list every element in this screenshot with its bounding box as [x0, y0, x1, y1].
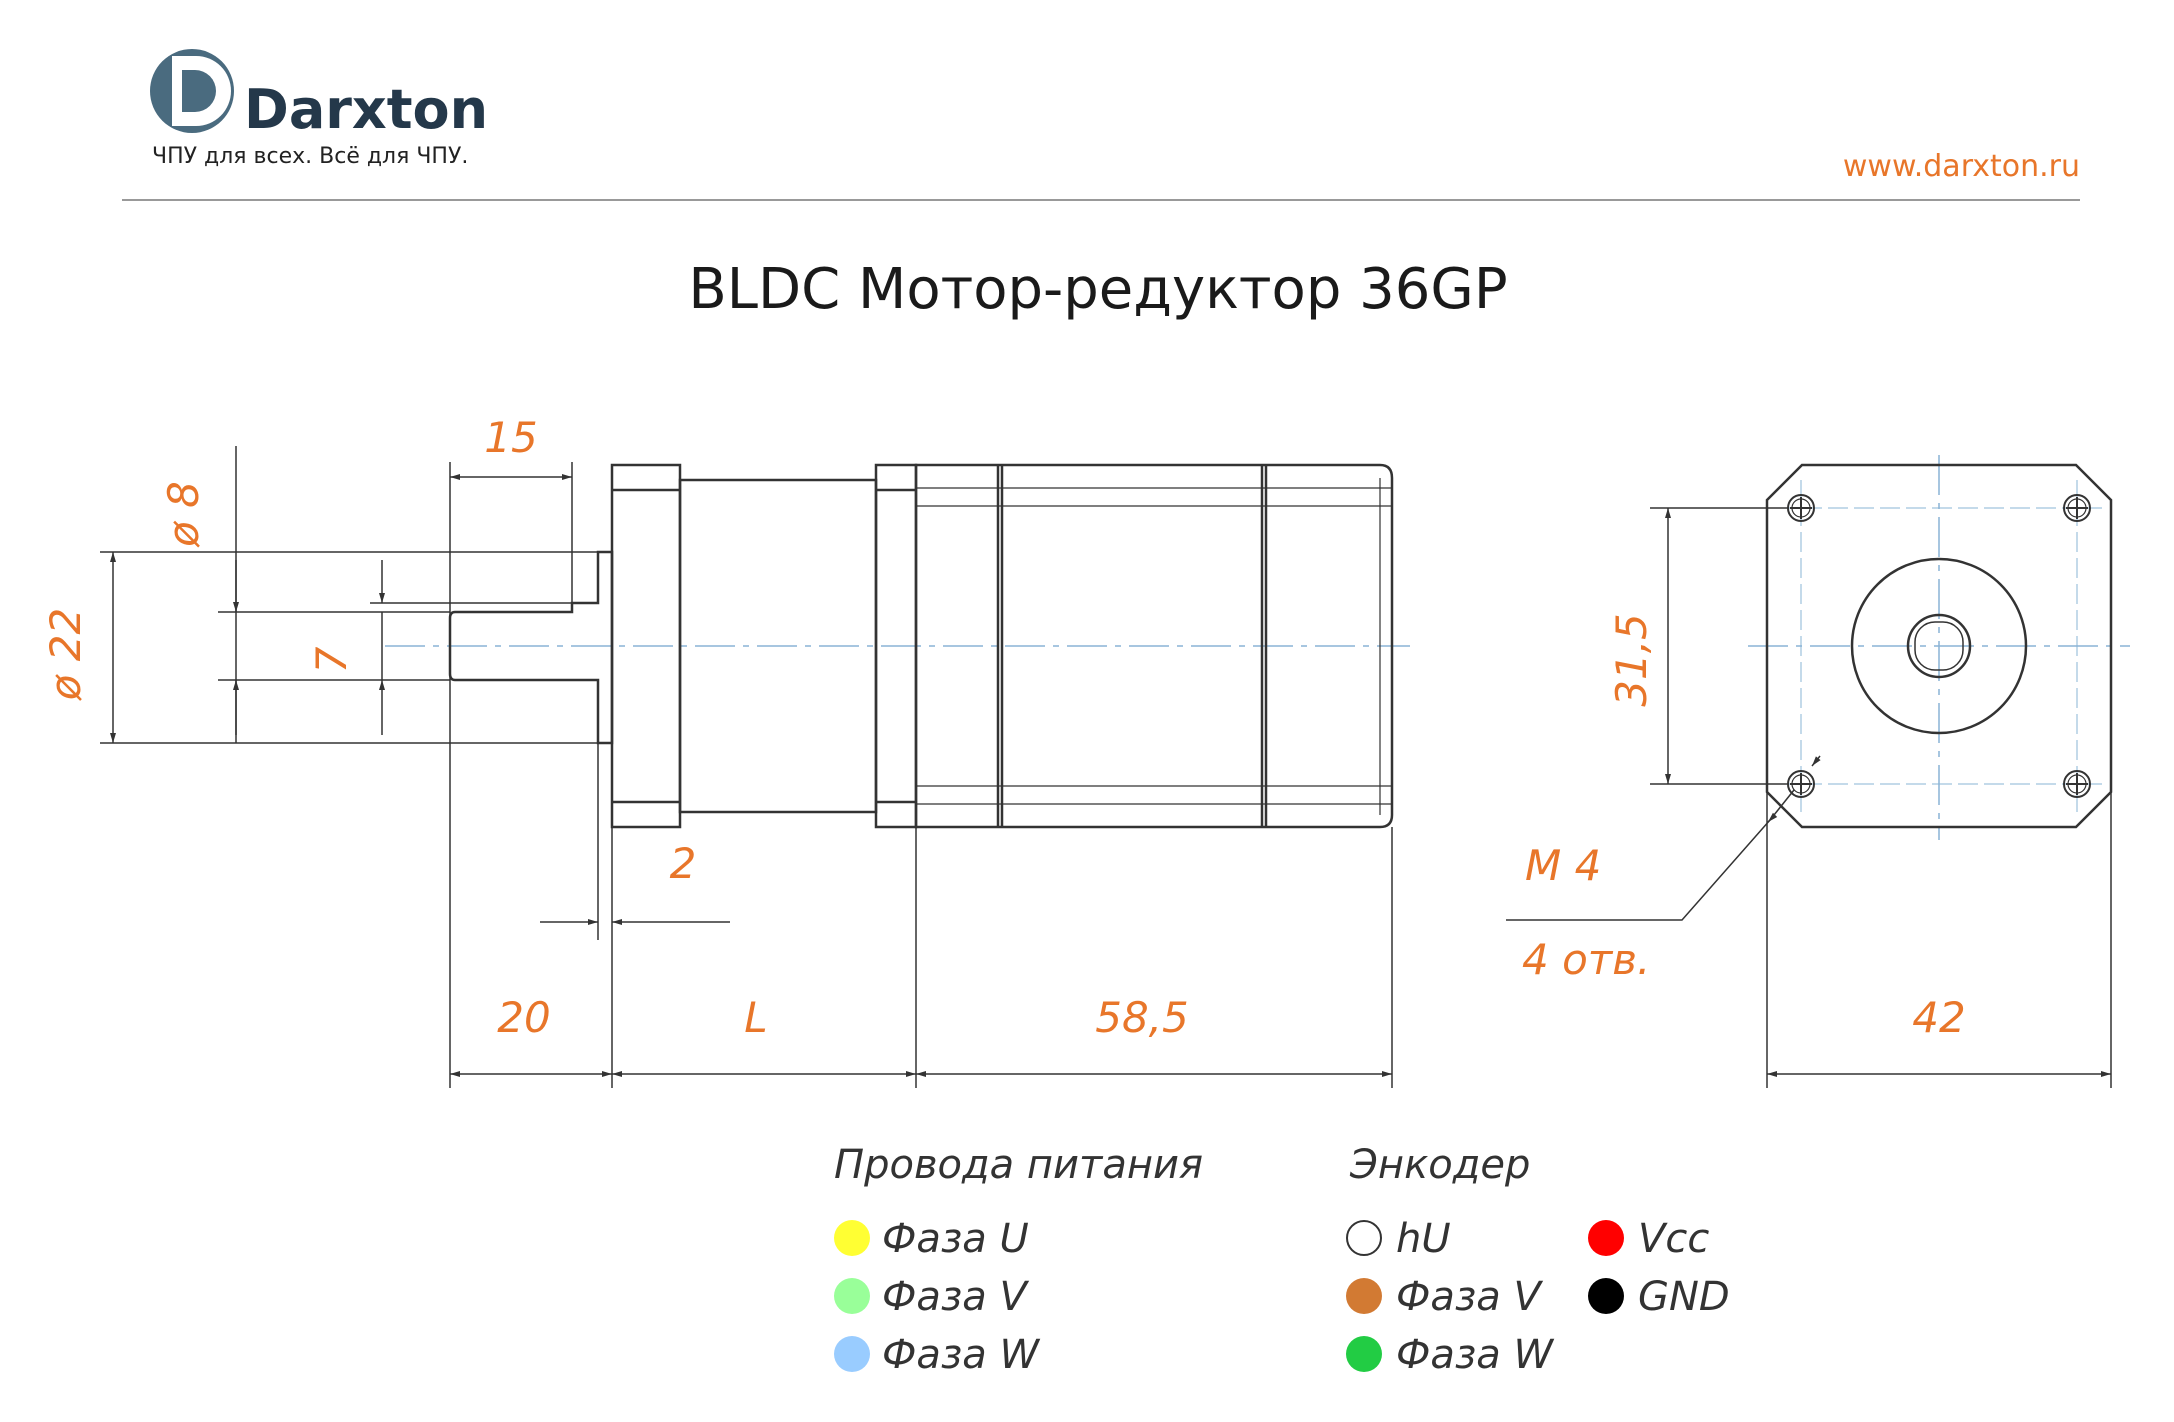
svg-text:Фаза W: Фаза W	[1396, 1332, 1554, 1378]
dim-shaft-total: 20	[497, 993, 550, 1042]
svg-text:Фаза W: Фаза W	[882, 1332, 1040, 1378]
svg-text:Фаза V: Фаза V	[1396, 1274, 1543, 1320]
dim-flange-thickness: 2	[670, 839, 697, 888]
output-shaft	[448, 550, 614, 745]
legend-item: hU	[1346, 1216, 1451, 1262]
legend-item: Vcc	[1588, 1216, 1709, 1262]
wire-color-dot	[834, 1278, 870, 1314]
legend-item: Фаза V	[834, 1274, 1029, 1320]
legend-item: GND	[1588, 1274, 1730, 1320]
legend-encoder-title: Энкодер	[1349, 1142, 1530, 1188]
logo: Darxton	[150, 49, 488, 141]
logo-name: Darxton	[244, 78, 488, 141]
legend-item: Фаза U	[834, 1216, 1029, 1262]
website-link[interactable]: www.darxton.ru	[1843, 149, 2080, 184]
dim-body-width: 42	[1912, 993, 1965, 1042]
wire-color-dot	[1346, 1220, 1382, 1256]
legend-item: Фаза W	[834, 1332, 1040, 1378]
wire-color-dot	[1346, 1278, 1382, 1314]
mounting-hole	[2063, 494, 2091, 522]
wire-color-dot	[834, 1336, 870, 1372]
svg-text:GND: GND	[1638, 1274, 1730, 1320]
dim-flat: 7	[307, 646, 356, 673]
mounting-hole	[1787, 494, 1815, 522]
svg-text:hU: hU	[1396, 1216, 1451, 1262]
wire-color-dot	[1346, 1336, 1382, 1372]
dim-gearbox-length: L	[744, 993, 767, 1042]
side-view	[385, 463, 1410, 829]
svg-text:Фаза V: Фаза V	[882, 1274, 1029, 1320]
dim-thread: M 4	[1525, 841, 1601, 890]
pilot-boss	[1850, 557, 2028, 735]
wire-color-dot	[1588, 1220, 1624, 1256]
dim-hole-spacing: 31,5	[1607, 613, 1656, 707]
side-dimension-lines	[100, 446, 1393, 1088]
legend-power-title: Провода питания	[834, 1142, 1203, 1188]
front-view	[1748, 455, 2130, 840]
dim-shaft-length: 15	[484, 413, 537, 462]
dim-boss-diameter: ø 22	[41, 608, 90, 702]
motor-body	[914, 463, 1394, 829]
legend-power: Провода питания Фаза U Фаза V Фаза W	[834, 1142, 1203, 1378]
mounting-hole	[2063, 770, 2091, 798]
legend-item: Фаза V	[1346, 1274, 1543, 1320]
page-title: BLDC Мотор-редуктор 36GP	[688, 257, 1507, 322]
wire-color-dot	[834, 1220, 870, 1256]
mounting-holes	[1787, 494, 2091, 798]
shaft-section	[1906, 613, 1972, 679]
dim-motor-length: 58,5	[1095, 993, 1189, 1042]
legend-item: Фаза W	[1346, 1332, 1554, 1378]
legend-encoder: Энкодер hU Фаза V Фаза W Vcc GND	[1346, 1142, 1730, 1378]
svg-text:Фаза U: Фаза U	[882, 1216, 1029, 1262]
front-dimension-lines	[1506, 507, 2112, 1088]
dim-shaft-diameter: ø 8	[159, 481, 208, 548]
svg-text:Vcc: Vcc	[1638, 1216, 1709, 1262]
front-body	[1765, 463, 2113, 829]
wire-color-dot	[1588, 1278, 1624, 1314]
mounting-hole	[1787, 770, 1815, 798]
dim-holes: 4 отв.	[1522, 935, 1650, 984]
slogan: ЧПУ для всех. Всё для ЧПУ.	[152, 144, 468, 169]
